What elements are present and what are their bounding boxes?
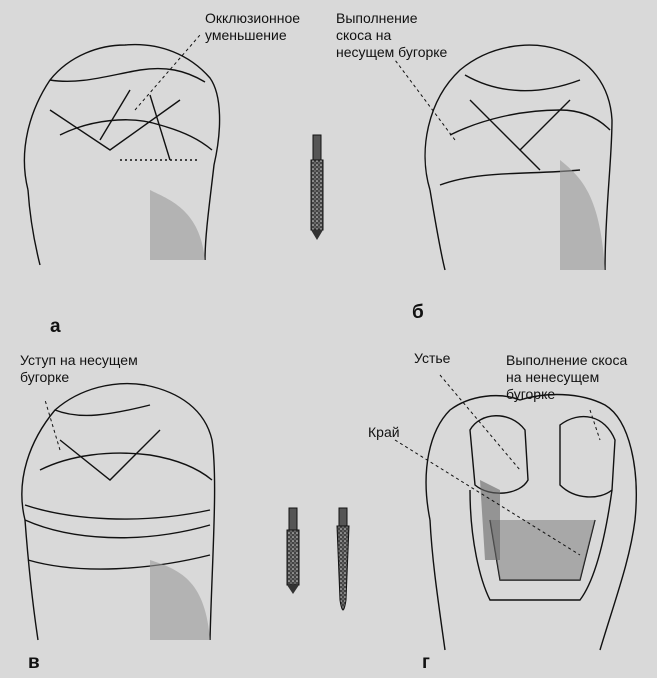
tooth-c-shade (150, 560, 210, 640)
panel-letter-b: б (412, 302, 424, 323)
tooth-d-shade (480, 480, 500, 560)
tooth-d-preparation-floor (490, 520, 595, 580)
tooth-c (21, 382, 216, 641)
leader-a (134, 34, 201, 111)
label-bevel-nonfunctional-cusp: Выполнение скоса на ненесущем бугорке (506, 352, 628, 402)
panel-letter-c: в (28, 652, 40, 673)
bur-c (286, 507, 300, 594)
panel-letter-d: г (422, 652, 430, 673)
label-shoulder-functional-cusp: Уступ на несущем бугорке (20, 352, 138, 385)
leader-c (44, 399, 61, 451)
label-orifice: Устье (414, 350, 451, 366)
tooth-b-shade (560, 160, 605, 270)
tooth-a (23, 43, 221, 266)
leader-b (394, 59, 456, 141)
label-bevel-functional-cusp: Выполнение скоса на несущем бугорке (336, 10, 448, 60)
leader-d3 (394, 439, 581, 556)
leader-d2 (589, 409, 601, 441)
tooth-a-shade (150, 190, 205, 260)
tooth-b (424, 44, 613, 271)
panel-letter-a: а (50, 316, 61, 337)
leader-d1 (439, 374, 521, 471)
bur-d (336, 507, 350, 611)
label-occlusal-reduction: Окклюзионное уменьшение (205, 10, 301, 43)
bur-a (310, 134, 324, 240)
label-margin: Край (368, 424, 400, 440)
